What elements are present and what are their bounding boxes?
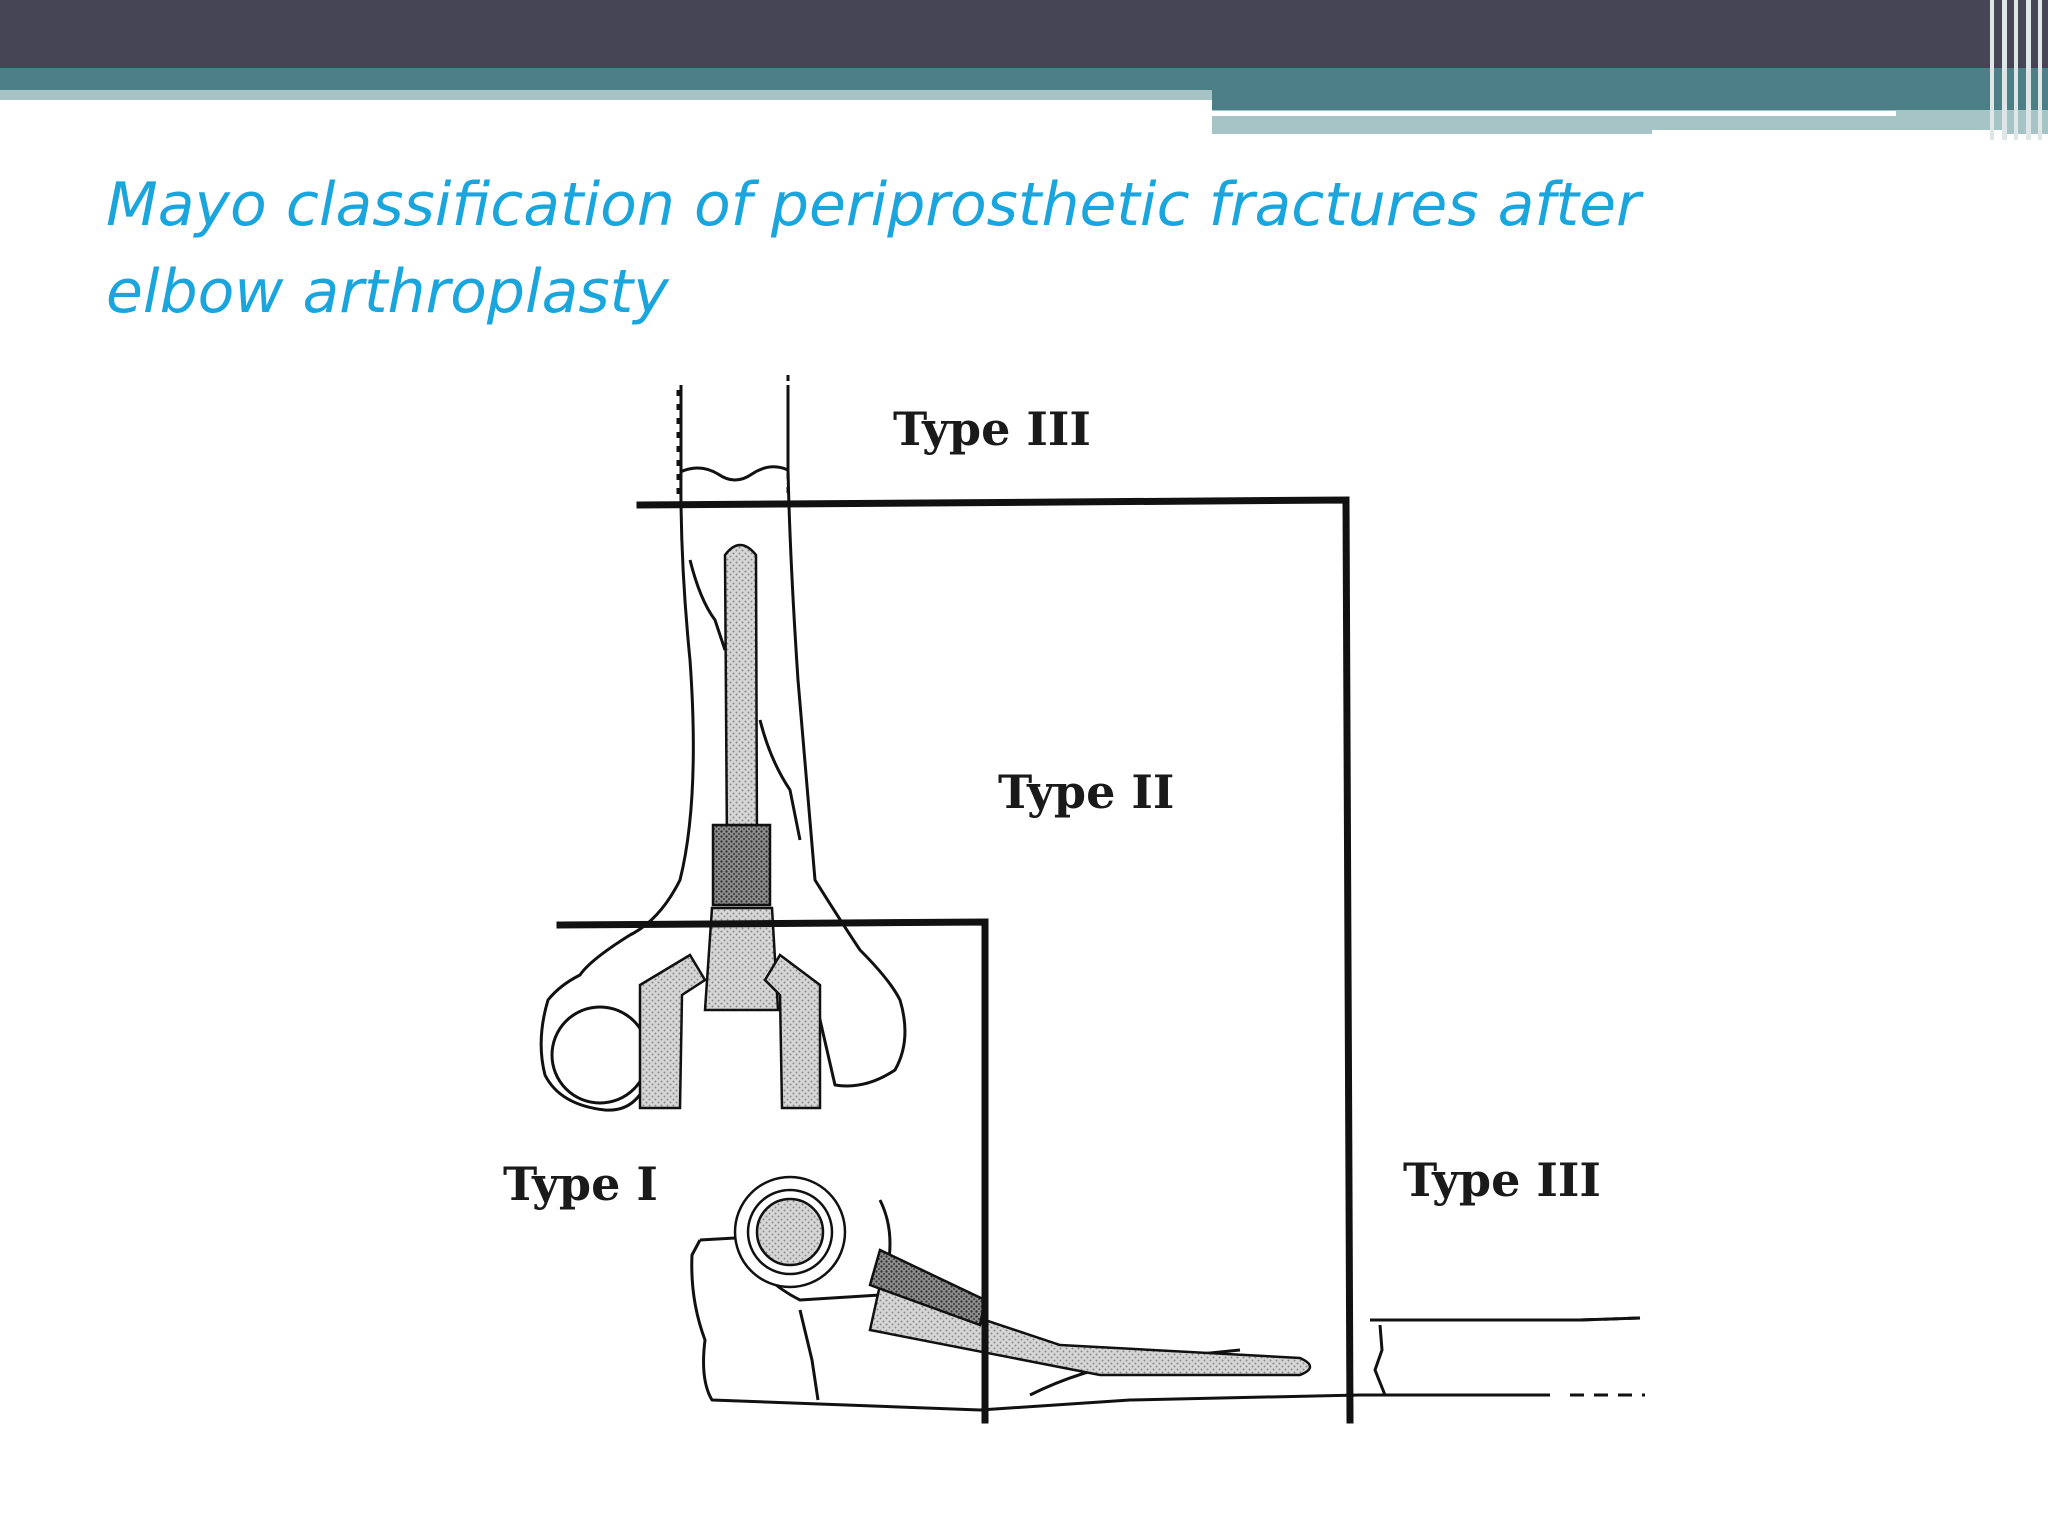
label-type-ii: Type II [998, 765, 1174, 819]
header-teal-bar [0, 68, 2048, 90]
header-light-stripe-left [0, 90, 1212, 100]
header-edge-lines [1990, 0, 2042, 140]
slide-title: Mayo classification of periprosthetic fr… [106, 170, 1641, 327]
header-white-line [1212, 111, 1896, 116]
label-type-i: Type I [503, 1157, 658, 1211]
type-iii-boundary [636, 496, 1354, 1424]
ulnar-component [733, 1175, 1312, 1377]
label-type-iii-bottom: Type III [1403, 1153, 1601, 1207]
header-band [0, 0, 2048, 160]
header-dark-bar [0, 0, 2048, 68]
label-type-iii-top: Type III [893, 402, 1091, 456]
humerus-bone [539, 375, 907, 1112]
zone-boundaries [556, 496, 1354, 1424]
humeral-stem [638, 543, 822, 1110]
capitellum [550, 1005, 650, 1105]
header-teal-step [1212, 90, 2048, 110]
type-ii-boundary [556, 918, 989, 1424]
header-white-tab [1652, 130, 2002, 160]
